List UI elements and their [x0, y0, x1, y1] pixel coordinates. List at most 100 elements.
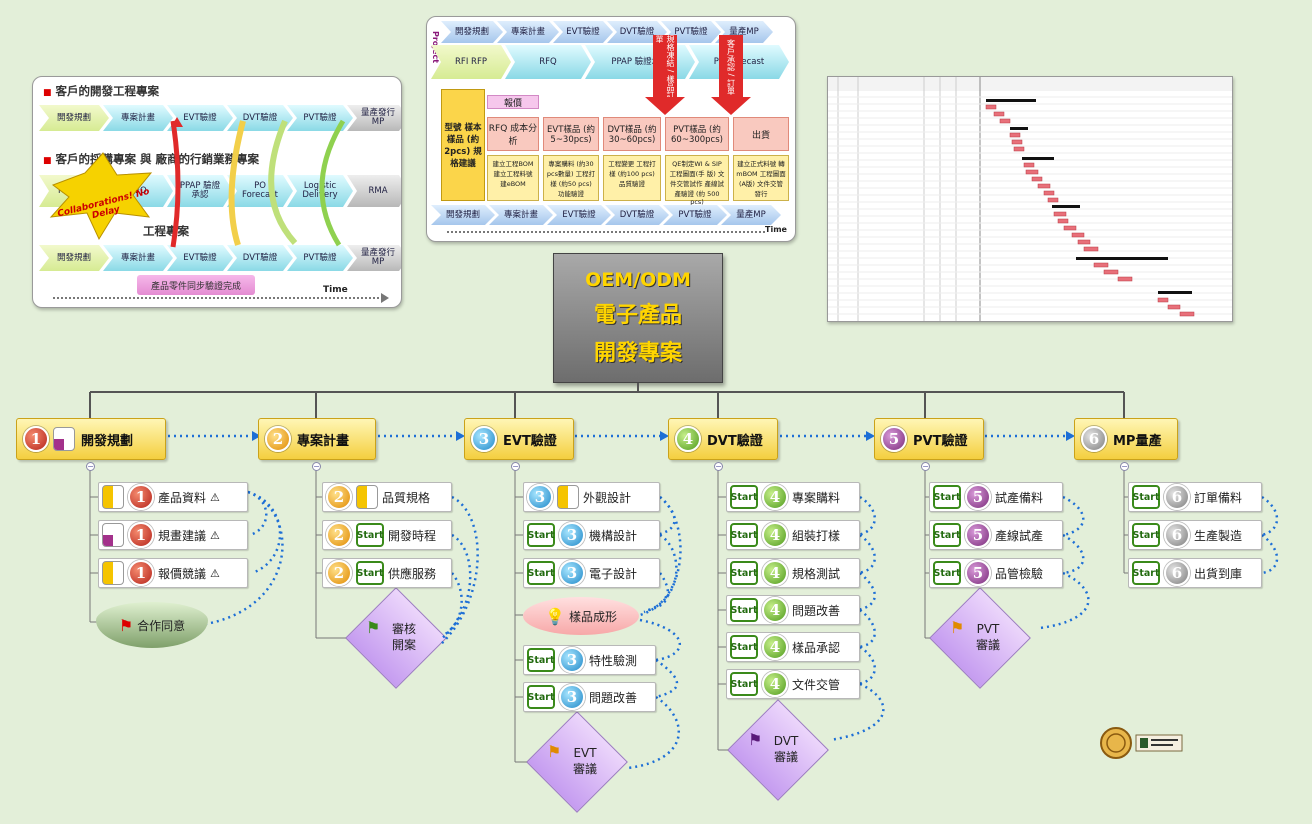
collapse-toggle[interactable]: −: [312, 462, 321, 471]
warning-icon: ⚠: [210, 528, 220, 542]
number-3-icon: 3: [559, 522, 585, 548]
milestone-label: 開案: [391, 638, 416, 652]
center-title-line2: 電子產品: [593, 303, 682, 328]
warning-icon: ⚠: [210, 566, 220, 580]
milestone-label: 審核: [391, 622, 416, 637]
milestone-label: 合作同意: [137, 618, 186, 633]
number-2-icon: 2: [326, 522, 352, 548]
milestone-review-open[interactable]: ⚑ 審核 開案: [346, 588, 446, 688]
collapse-toggle[interactable]: −: [1120, 462, 1129, 471]
start-icon: Start: [933, 561, 961, 585]
phase-5-pvt[interactable]: 5 PVT驗證: [874, 418, 984, 460]
milestone-label: 樣品成形: [568, 609, 617, 624]
chev: DVT驗證: [227, 245, 293, 271]
chev: 開發規劃: [441, 21, 503, 43]
number-3-icon: 3: [471, 426, 497, 452]
phase-label: MP量產: [1113, 433, 1162, 449]
task-label: 供應服務: [388, 566, 437, 581]
gantt-panel: [827, 76, 1233, 322]
chev: 專案計畫: [103, 105, 173, 131]
col-head: DVT樣品 (約30~60pcs): [603, 117, 661, 151]
phase-4-dvt[interactable]: 4 DVT驗證: [668, 418, 778, 460]
half-progress-icon: [557, 485, 579, 509]
phase-1-plan[interactable]: 1 開發規劃: [16, 418, 166, 460]
start-icon: Start: [730, 672, 758, 696]
task-label: 產品資料: [158, 490, 207, 505]
task-label: 出貨到庫: [1194, 566, 1243, 581]
task-label: 問題改善: [589, 690, 638, 705]
number-4-icon: 4: [762, 560, 788, 586]
center-title-line1: OEM/ODM: [585, 269, 691, 291]
task-planning-advice[interactable]: 1 規畫建議⚠: [98, 520, 248, 550]
phase-6-mp[interactable]: 6 MP量產: [1074, 418, 1178, 460]
milestone-label: 審議: [773, 750, 798, 764]
task-label: 規格測試: [792, 566, 841, 581]
col-head: 出貨: [733, 117, 789, 151]
sync-tag: 產品零件同步驗證完成: [137, 275, 255, 295]
number-6-icon: 6: [1164, 484, 1190, 510]
task-label: 特性驗測: [589, 653, 638, 668]
milestone-agreement[interactable]: ⚑合作同意: [96, 602, 208, 648]
collapse-toggle[interactable]: −: [86, 462, 95, 471]
number-2-icon: 2: [326, 560, 352, 586]
time-axis: [447, 231, 765, 233]
quote-tag: 報價: [487, 95, 539, 109]
task-label: 樣品承認: [792, 640, 841, 655]
collapse-toggle[interactable]: −: [511, 462, 520, 471]
start-icon: Start: [1132, 561, 1160, 585]
chev: EVT驗證: [553, 21, 613, 43]
col-body: 建立正式料號 轉mBOM 工程圖面(A版) 文件交管發行: [733, 155, 789, 201]
collapse-toggle[interactable]: −: [921, 462, 930, 471]
number-4-icon: 4: [762, 634, 788, 660]
half-progress-icon: [356, 485, 378, 509]
start-icon: Start: [933, 523, 961, 547]
task-quote-negotiation[interactable]: 1 報價競議⚠: [98, 558, 248, 588]
milestone-dvt-review[interactable]: ⚑ DVT 審議: [728, 700, 828, 800]
start-icon: Start: [730, 485, 758, 509]
phase-3-evt[interactable]: 3 EVT驗證: [464, 418, 574, 460]
center-title-box: OEM/ODM 電子產品 開發專案: [553, 253, 723, 383]
section-title-dev: ■客戶的開發工程專案: [43, 84, 160, 98]
task-appearance-design[interactable]: 3 外觀設計: [523, 482, 660, 512]
milestone-evt-review[interactable]: ⚑ EVT 審議: [527, 712, 627, 812]
number-5-icon: 5: [965, 484, 991, 510]
task-product-data[interactable]: 1 產品資料⚠: [98, 482, 248, 512]
task-label: 訂單備料: [1194, 490, 1243, 505]
start-icon: Start: [527, 523, 555, 547]
start-icon: Start: [1132, 485, 1160, 509]
task-quality-spec[interactable]: 2 品質規格: [322, 482, 452, 512]
chev: EVT驗證: [167, 245, 233, 271]
milestone-label: EVT: [573, 746, 597, 761]
chev: 專案計畫: [103, 245, 173, 271]
chev: PO Forecast: [227, 175, 293, 207]
chev: 開發規劃: [39, 105, 109, 131]
task-label: 產線試產: [995, 528, 1044, 543]
task-label: 規畫建議: [158, 528, 207, 543]
collapse-toggle[interactable]: −: [714, 462, 723, 471]
task-label: 生產製造: [1194, 528, 1243, 543]
center-title-line3: 開發專案: [593, 341, 682, 366]
phase-label: 專案計畫: [297, 433, 350, 449]
chev: 量產MP: [721, 205, 781, 225]
phase-2-project-plan[interactable]: 2 專案計畫: [258, 418, 376, 460]
milestone-sample-formed[interactable]: 💡樣品成形: [523, 597, 639, 635]
milestone-pvt-review[interactable]: ⚑ PVT 審議: [930, 588, 1030, 688]
